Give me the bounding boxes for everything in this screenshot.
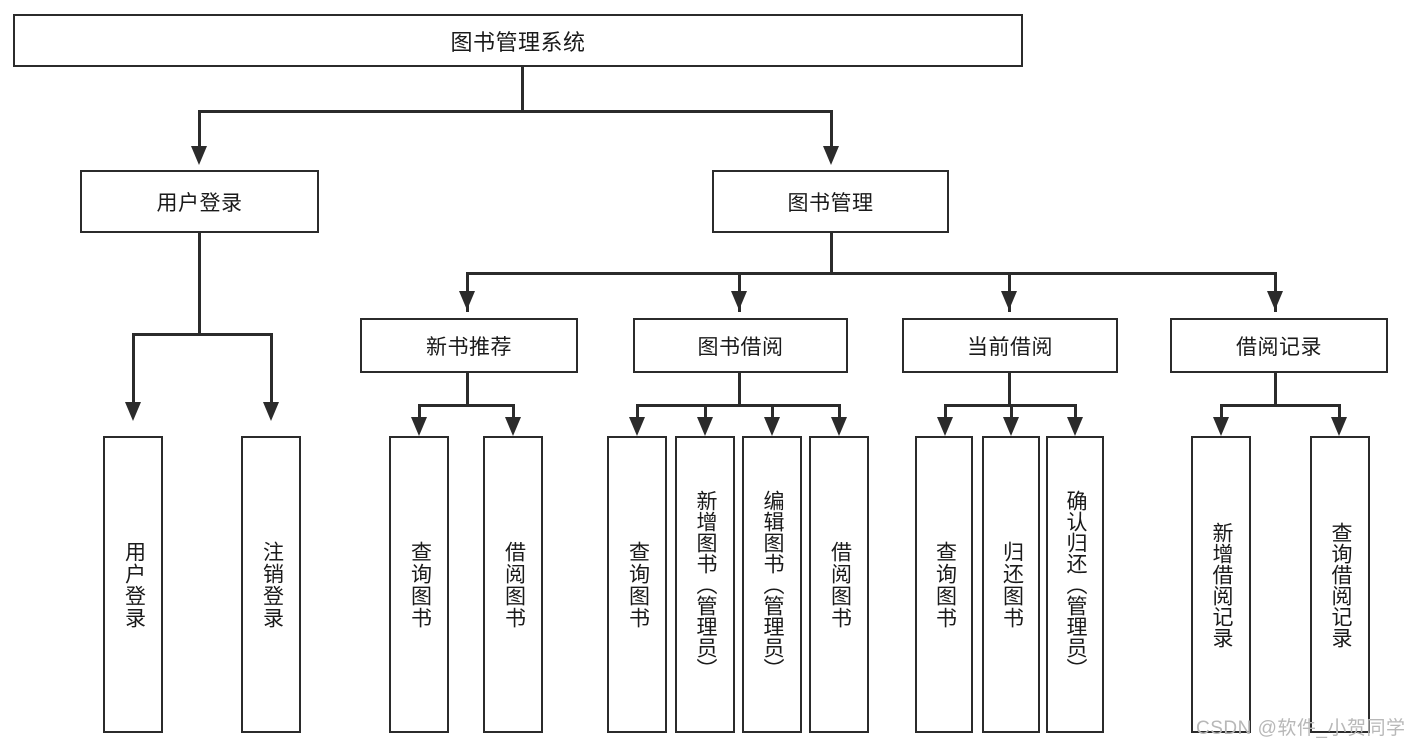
- connector-drop-nb-borrow: [512, 404, 515, 420]
- csdn-watermark: CSDN @软件_小贺同学: [1196, 718, 1405, 739]
- arrow-cb-confirm: [1067, 417, 1083, 436]
- connector-drop-bb-edit: [771, 404, 774, 420]
- arrow-bb-borrow: [831, 417, 847, 436]
- leaf-bb-edit-book[interactable]: 编辑图书（管理员）: [742, 436, 802, 733]
- arrow-bb-add: [697, 417, 713, 436]
- leaf-bb-borrow-book[interactable]: 借阅图书: [809, 436, 869, 733]
- connector-drop-bb-query: [636, 404, 639, 420]
- arrow-new-book: [459, 291, 475, 310]
- arrow-bb-edit: [764, 417, 780, 436]
- leaf-cb-return-book[interactable]: 归还图书: [982, 436, 1040, 733]
- connector-drop-bb-borrow: [838, 404, 841, 420]
- leaf-logout[interactable]: 注销登录: [241, 436, 301, 733]
- arrow-borrow-record: [1267, 291, 1283, 310]
- node-new-book-recommend[interactable]: 新书推荐: [360, 318, 578, 373]
- connector-borrow-record-bar: [1220, 404, 1340, 407]
- connector-drop-leaf-logout: [270, 333, 273, 403]
- arrow-br-add: [1213, 417, 1229, 436]
- connector-drop-cb-confirm: [1074, 404, 1077, 420]
- arrow-book-management: [823, 146, 839, 165]
- arrow-cb-return: [1003, 417, 1019, 436]
- connector-borrow-record-stem: [1274, 373, 1277, 406]
- arrow-bb-query: [629, 417, 645, 436]
- arrow-leaf-logout: [263, 402, 279, 421]
- leaf-nb-borrow-book[interactable]: 借阅图书: [483, 436, 543, 733]
- node-user-login[interactable]: 用户登录: [80, 170, 319, 233]
- connector-book-management-stem: [830, 233, 833, 274]
- connector-drop-bb-add: [704, 404, 707, 420]
- node-book-management[interactable]: 图书管理: [712, 170, 949, 233]
- connector-root-stem: [521, 67, 524, 112]
- connector-drop-br-query: [1338, 404, 1341, 420]
- connector-drop-br-add: [1220, 404, 1223, 420]
- arrow-nb-borrow: [505, 417, 521, 436]
- leaf-nb-query-book[interactable]: 查询图书: [389, 436, 449, 733]
- connector-drop-cb-return: [1010, 404, 1013, 420]
- connector-drop-leaf-user-login: [132, 333, 135, 403]
- connector-drop-nb-query: [418, 404, 421, 420]
- connector-user-login-bar: [132, 333, 272, 336]
- connector-new-book-stem: [466, 373, 469, 406]
- arrow-book-borrow: [731, 291, 747, 310]
- leaf-bb-add-book[interactable]: 新增图书（管理员）: [675, 436, 735, 733]
- arrow-current-borrow: [1001, 291, 1017, 310]
- connector-book-borrow-bar: [636, 404, 840, 407]
- node-current-borrow[interactable]: 当前借阅: [902, 318, 1118, 373]
- connector-drop-user-login: [198, 110, 201, 147]
- connector-drop-book-management: [830, 110, 833, 147]
- node-book-borrow[interactable]: 图书借阅: [633, 318, 848, 373]
- arrow-nb-query: [411, 417, 427, 436]
- connector-new-book-bar: [418, 404, 514, 407]
- leaf-br-add-record[interactable]: 新增借阅记录: [1191, 436, 1251, 733]
- arrow-cb-query: [937, 417, 953, 436]
- arrow-br-query: [1331, 417, 1347, 436]
- connector-drop-cb-query: [944, 404, 947, 420]
- connector-level1-bar: [198, 110, 832, 113]
- connector-level2-bar: [466, 272, 1276, 275]
- leaf-br-query-record[interactable]: 查询借阅记录: [1310, 436, 1370, 733]
- node-borrow-record[interactable]: 借阅记录: [1170, 318, 1388, 373]
- node-root-book-management-system[interactable]: 图书管理系统: [13, 14, 1023, 67]
- arrow-leaf-user-login: [125, 402, 141, 421]
- leaf-cb-query-book[interactable]: 查询图书: [915, 436, 973, 733]
- leaf-user-login[interactable]: 用户登录: [103, 436, 163, 733]
- connector-user-login-stem: [198, 233, 201, 335]
- arrow-user-login: [191, 146, 207, 165]
- connector-book-borrow-stem: [738, 373, 741, 406]
- leaf-bb-query-book[interactable]: 查询图书: [607, 436, 667, 733]
- connector-current-borrow-stem: [1008, 373, 1011, 406]
- leaf-cb-confirm-return[interactable]: 确认归还（管理员）: [1046, 436, 1104, 733]
